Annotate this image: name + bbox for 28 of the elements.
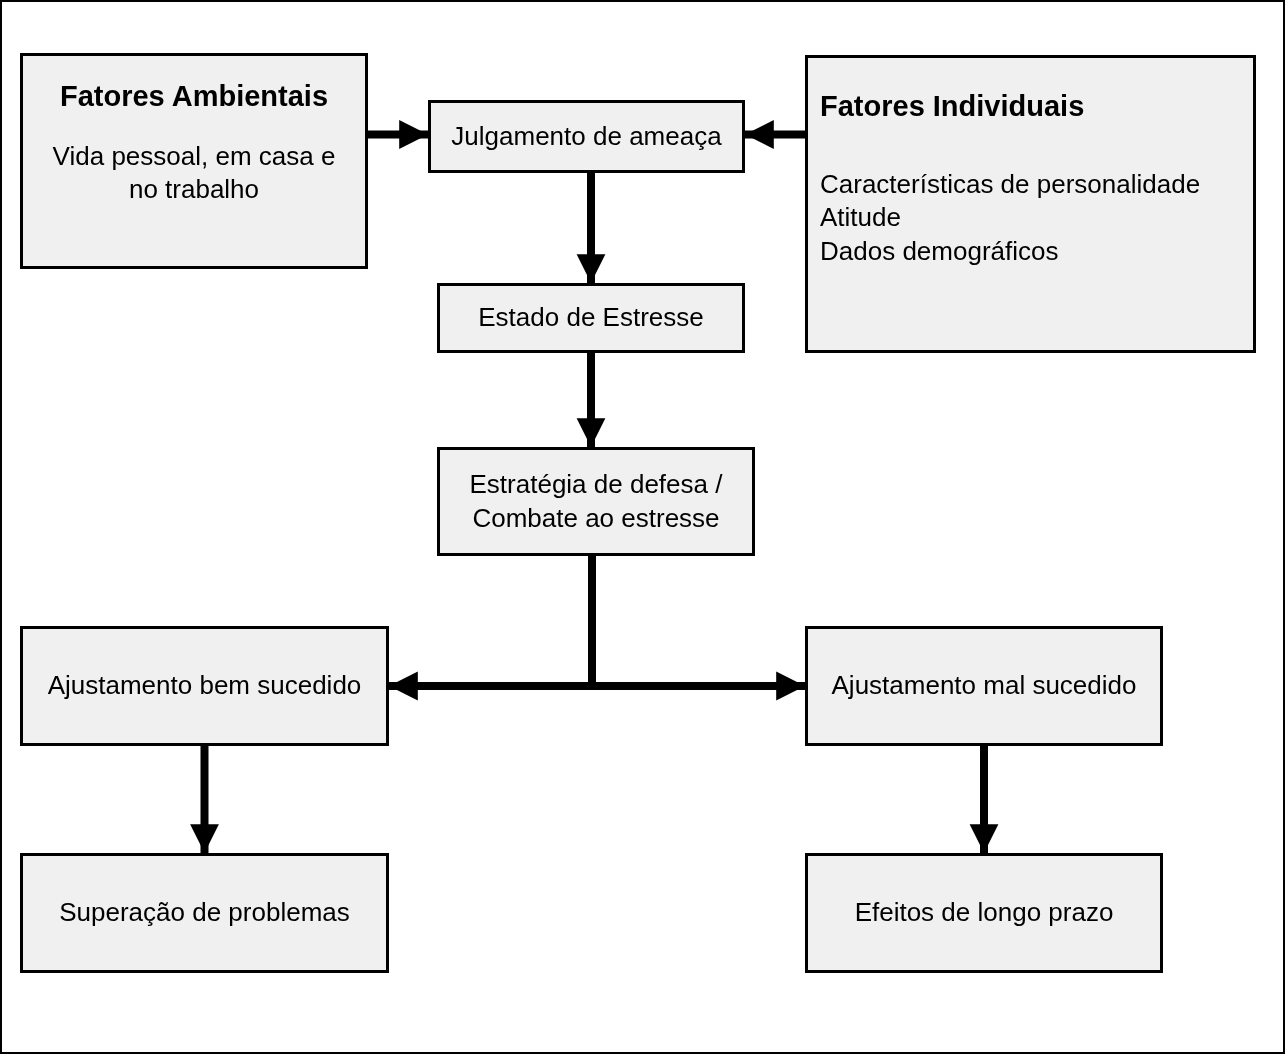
arrow xyxy=(576,173,606,283)
list-item: Atitude xyxy=(820,201,901,235)
arrow xyxy=(368,120,428,149)
arrow xyxy=(745,120,805,149)
process-box xyxy=(437,447,755,556)
arrow xyxy=(190,746,219,853)
process-box xyxy=(805,853,1163,973)
arrow xyxy=(969,746,999,853)
process-box xyxy=(437,283,745,353)
box-heading: Fatores Ambientais xyxy=(59,79,329,114)
box-text: Superação de problemas xyxy=(59,896,350,930)
process-box xyxy=(805,626,1163,746)
box-heading: Fatores Individuais xyxy=(820,89,1085,124)
process-box xyxy=(428,100,745,173)
process-box xyxy=(20,626,389,746)
box-text: Efeitos de longo prazo xyxy=(854,896,1114,930)
process-box xyxy=(20,853,389,973)
box-text: Ajustamento bem sucedido xyxy=(47,669,362,703)
process-box xyxy=(20,53,368,269)
box-text: Ajustamento mal sucedido xyxy=(831,669,1137,703)
arrow xyxy=(576,353,606,447)
box-text: Estado de Estresse xyxy=(478,301,704,335)
box-text: Julgamento de ameaça xyxy=(451,119,722,153)
process-box xyxy=(805,55,1256,353)
box-text: Estratégia de defesa / Combate ao estresse xyxy=(468,467,724,535)
list-item: Características de personalidade xyxy=(820,167,1201,201)
list-item: Dados demográficos xyxy=(820,235,1059,269)
box-text: Vida pessoal, em casa e no trabalho xyxy=(51,139,337,207)
